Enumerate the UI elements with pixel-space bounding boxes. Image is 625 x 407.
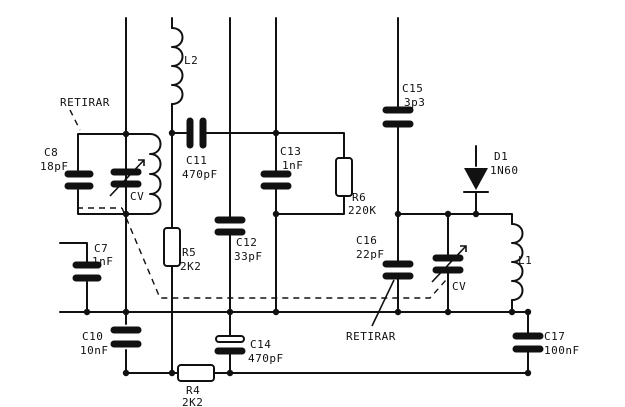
retirar-dashed-lines <box>69 109 447 327</box>
label-c13-ref: C13 <box>280 145 301 158</box>
junction <box>226 369 234 377</box>
inductor-l1 <box>511 223 524 301</box>
c11-wire <box>205 132 345 159</box>
junctions <box>83 129 532 377</box>
label-c12-value: 33pF <box>234 250 263 263</box>
junction <box>444 308 452 316</box>
capacitor-c10 <box>110 326 142 348</box>
label-c17-value: 100nF <box>544 344 580 357</box>
junction <box>168 129 176 137</box>
label-d1-ref: D1 <box>494 150 508 163</box>
l2-wire-mid <box>171 103 187 134</box>
capacitor-c11 <box>186 117 207 149</box>
label-r6-ref: R6 <box>352 191 366 204</box>
junction <box>524 308 532 316</box>
label-cv-right: CV <box>452 280 466 293</box>
junction <box>83 308 91 316</box>
capacitor-c17 <box>512 332 544 353</box>
junction <box>472 210 480 218</box>
variable-capacitor-left <box>109 159 145 197</box>
retirar-link <box>77 196 447 299</box>
label-l1: L1 <box>518 254 532 267</box>
label-c16-ref: C16 <box>356 234 377 247</box>
label-d1-value: 1N60 <box>490 164 519 177</box>
retirar-pointer-bottom <box>371 279 395 327</box>
junction <box>508 308 516 316</box>
junction <box>272 129 280 137</box>
resistor-r5 <box>163 227 181 267</box>
variable-capacitor-right <box>431 245 467 283</box>
label-c15-ref: C15 <box>402 82 423 95</box>
capacitor-c7 <box>72 261 102 282</box>
inductor-tank-left <box>149 133 162 215</box>
capacitor-c16 <box>382 260 414 280</box>
label-c14-ref: C14 <box>250 338 271 351</box>
label-c11-value: 470pF <box>182 168 218 181</box>
capacitor-c14 <box>214 335 246 355</box>
label-r4-ref: R4 <box>186 384 200 397</box>
label-c14-value: 470pF <box>248 352 284 365</box>
junction <box>272 210 280 218</box>
label-r6-value: 220K <box>348 204 377 217</box>
junction <box>444 210 452 218</box>
label-c17-ref: C17 <box>544 330 565 343</box>
resistor-r6 <box>335 157 353 197</box>
resistor-r4 <box>177 364 215 382</box>
junction <box>122 308 130 316</box>
capacitor-c13 <box>260 170 292 190</box>
capacitor-c12 <box>214 216 246 236</box>
label-r4-value: 2K2 <box>182 396 203 407</box>
c7-wire <box>59 242 88 313</box>
label-c13-value: 1nF <box>282 159 303 172</box>
junction <box>122 369 130 377</box>
label-l2: L2 <box>184 54 198 67</box>
label-r5-ref: R5 <box>182 246 196 259</box>
junction <box>226 308 234 316</box>
label-c7-ref: C7 <box>94 242 108 255</box>
capacitor-c15 <box>382 106 414 128</box>
labels: RETIRAR C8 18pF CV L2 C11 470pF C13 1nF … <box>40 54 580 407</box>
label-retirar-top: RETIRAR <box>60 96 110 109</box>
label-c15-value: 3p3 <box>404 96 425 109</box>
r6-wire <box>275 195 345 215</box>
junction <box>272 308 280 316</box>
label-c8-value: 18pF <box>40 160 69 173</box>
right-node-wire <box>397 213 513 225</box>
label-c10-ref: C10 <box>82 330 103 343</box>
diode-d1 <box>463 168 489 193</box>
junction <box>168 369 176 377</box>
label-r5-value: 2K2 <box>180 260 201 273</box>
label-c7-value: 1nF <box>92 255 113 268</box>
label-retirar-bottom: RETIRAR <box>346 330 396 343</box>
retirar-pointer-top <box>69 109 81 131</box>
inductor-l2 <box>171 27 184 105</box>
capacitor-c8 <box>64 170 94 190</box>
label-c8-ref: C8 <box>44 146 58 159</box>
label-c12-ref: C12 <box>236 236 257 249</box>
junction <box>524 369 532 377</box>
label-c16-value: 22pF <box>356 248 385 261</box>
junction <box>122 130 130 138</box>
junction <box>394 210 402 218</box>
label-c10-value: 10nF <box>80 344 109 357</box>
junction <box>394 308 402 316</box>
label-cv-left: CV <box>130 190 144 203</box>
label-c11-ref: C11 <box>186 154 207 167</box>
